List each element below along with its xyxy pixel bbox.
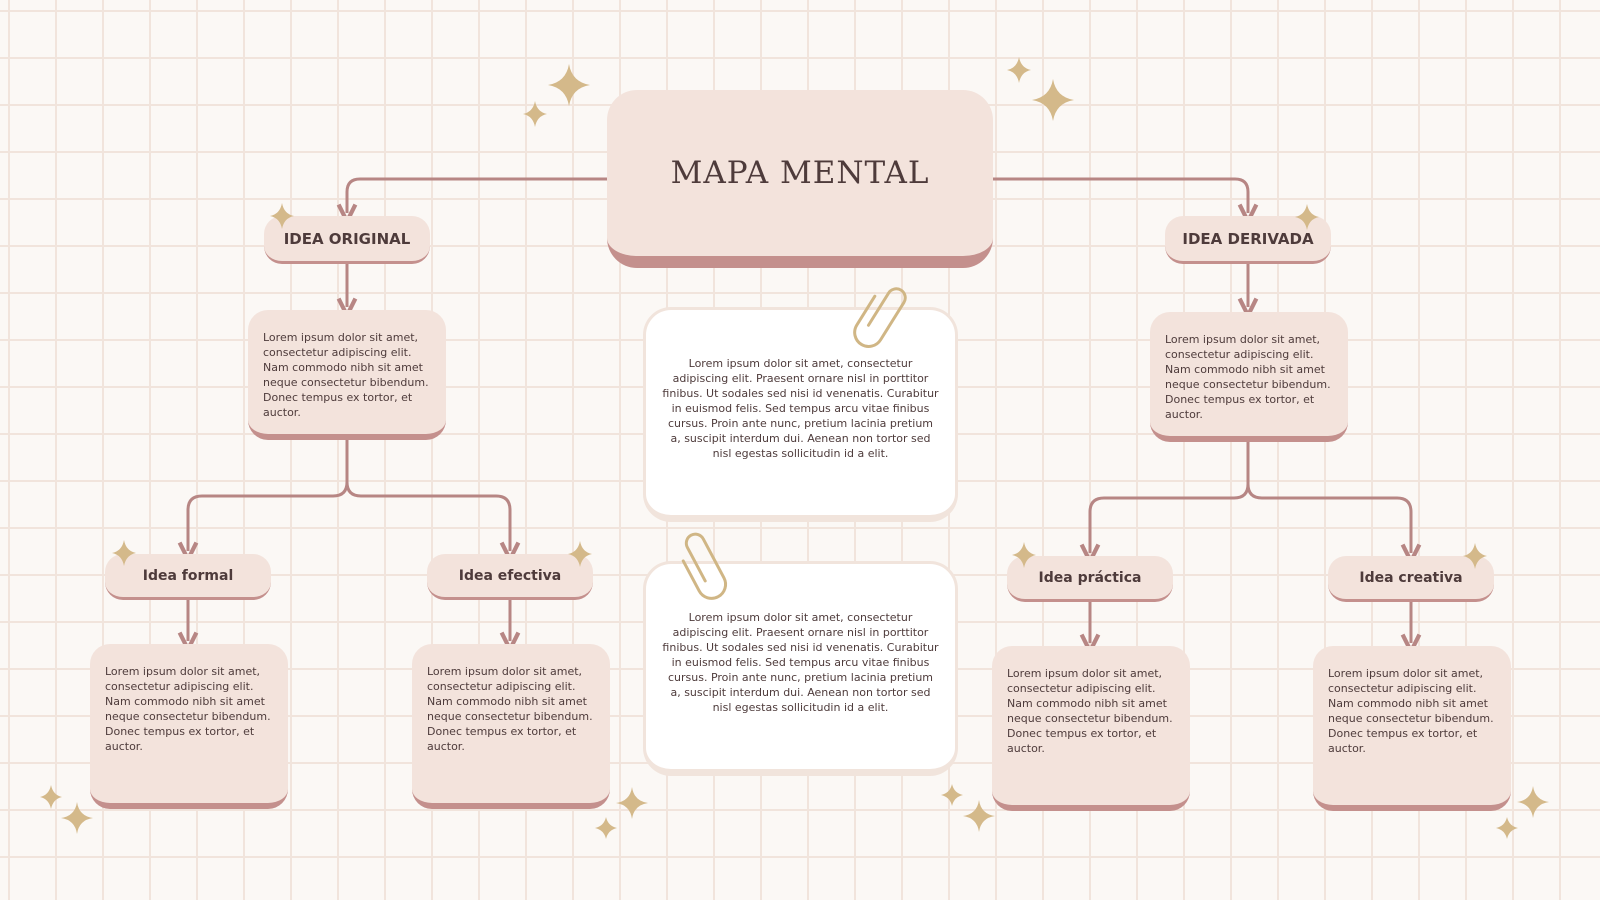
sparkle-icon [568, 541, 592, 567]
heading-idea-formal: Idea formal [105, 554, 271, 600]
sparkle-icon [1496, 817, 1518, 839]
sparkle-icon [523, 101, 547, 127]
description-idea-efectiva: Lorem ipsum dolor sit amet, consectetur … [412, 644, 610, 809]
connector-title-to-original [347, 177, 607, 213]
title-box [607, 90, 993, 268]
sparkle-icon [1463, 543, 1487, 569]
sparkle-icon [61, 802, 93, 834]
connector-derivada-split-right [1246, 483, 1411, 553]
heading-idea-original: IDEA ORIGINAL [264, 216, 430, 264]
paperclip-icon-top [853, 287, 907, 348]
paperclip-icon-bottom [681, 532, 728, 600]
description-idea-formal: Lorem ipsum dolor sit amet, consectetur … [90, 644, 288, 809]
sparkle-icon [595, 817, 617, 839]
sparkle-icon [1517, 786, 1549, 818]
note-card-top: Lorem ipsum dolor sit amet, consectetur … [643, 307, 958, 522]
sparkle-icon [1032, 79, 1074, 121]
sparkle-icon [1295, 204, 1319, 230]
sparkle-icon [616, 787, 648, 819]
sparkle-icon [1007, 57, 1031, 83]
description-idea-practica: Lorem ipsum dolor sit amet, consectetur … [992, 646, 1190, 811]
description-idea-original: Lorem ipsum dolor sit amet, consectetur … [248, 310, 446, 440]
note-card-bottom: Lorem ipsum dolor sit amet, consectetur … [643, 561, 958, 776]
heading-idea-derivada: IDEA DERIVADA [1165, 216, 1331, 264]
connector-title-to-derivada [993, 177, 1248, 213]
heading-idea-efectiva: Idea efectiva [427, 554, 593, 600]
description-idea-derivada: Lorem ipsum dolor sit amet, consectetur … [1150, 312, 1348, 442]
sparkle-icon [548, 64, 590, 106]
sparkle-icon [963, 800, 995, 832]
sparkle-icon [941, 784, 963, 806]
sparkle-icon [112, 540, 136, 566]
heading-idea-practica: Idea práctica [1007, 556, 1173, 602]
description-idea-creativa: Lorem ipsum dolor sit amet, consectetur … [1313, 646, 1511, 811]
connector-original-split-right [345, 481, 510, 551]
sparkle-icon [40, 785, 62, 809]
sparkle-icon [1012, 542, 1036, 568]
heading-idea-creativa: Idea creativa [1328, 556, 1494, 602]
page-title: MAPA MENTAL [670, 155, 930, 191]
sparkle-icon [270, 203, 294, 229]
